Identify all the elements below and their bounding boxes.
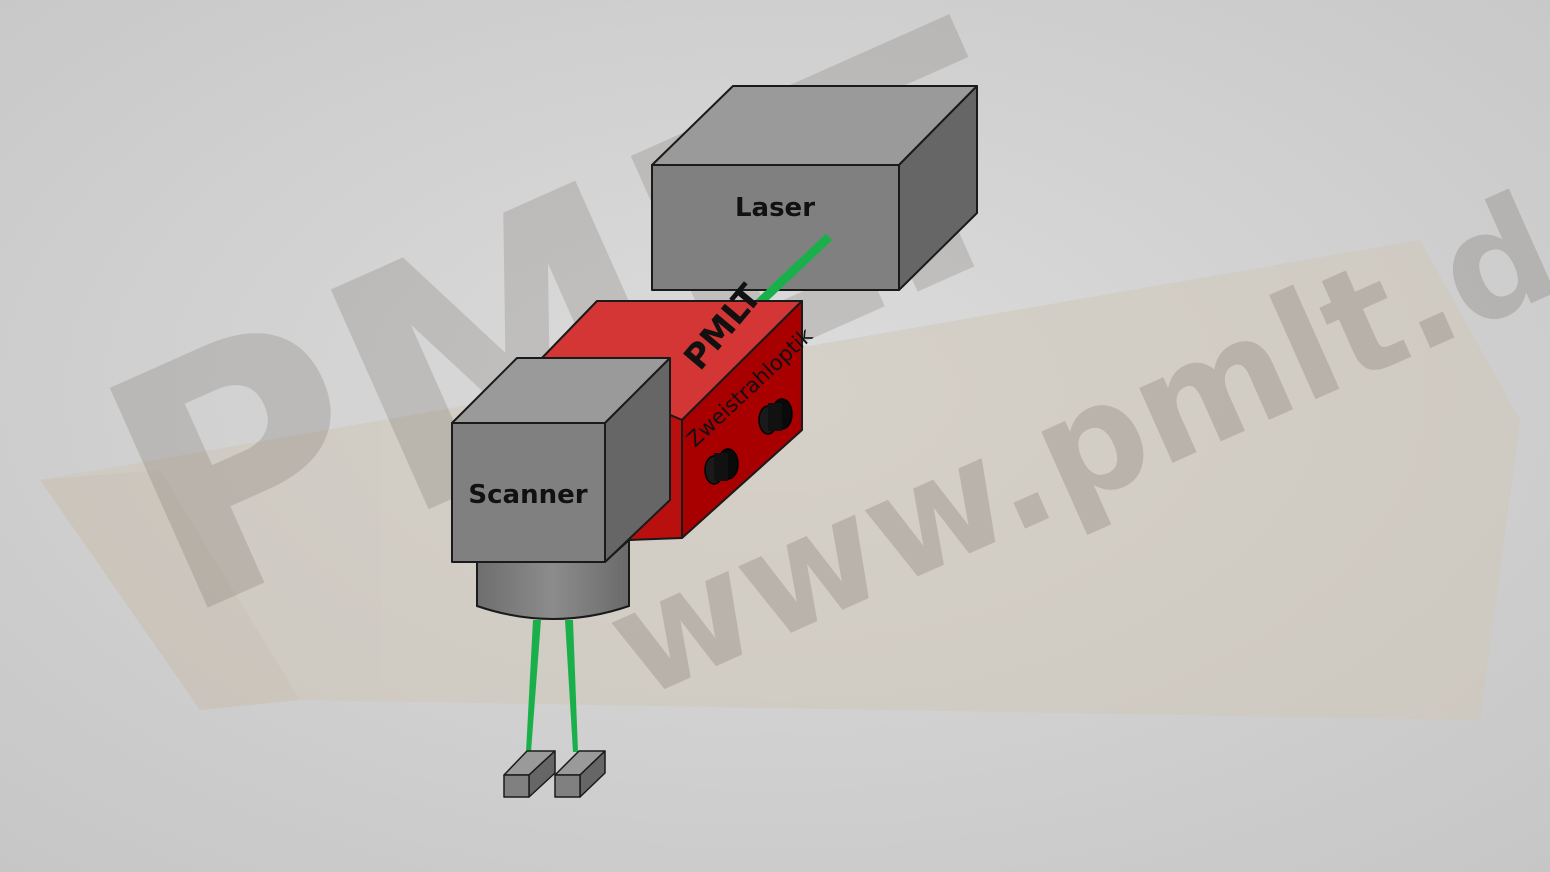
output-beams [526, 620, 578, 752]
optics-knob-2 [704, 448, 739, 485]
scanner-label: Scanner [468, 480, 587, 510]
laser-box [651, 85, 978, 291]
laser-beam [754, 233, 833, 308]
laser-label: Laser [735, 193, 815, 223]
laser-box-front [651, 164, 900, 291]
scanner-box-front [451, 422, 606, 563]
watermark-plate [40, 240, 1520, 720]
optics-knob-1 [758, 398, 793, 435]
scanner-box [451, 357, 671, 563]
scanner-lens [476, 537, 630, 620]
workpiece-left [503, 750, 556, 798]
output-beam-right [565, 620, 578, 752]
output-beam-left [526, 620, 541, 752]
workpiece-right [554, 750, 606, 798]
